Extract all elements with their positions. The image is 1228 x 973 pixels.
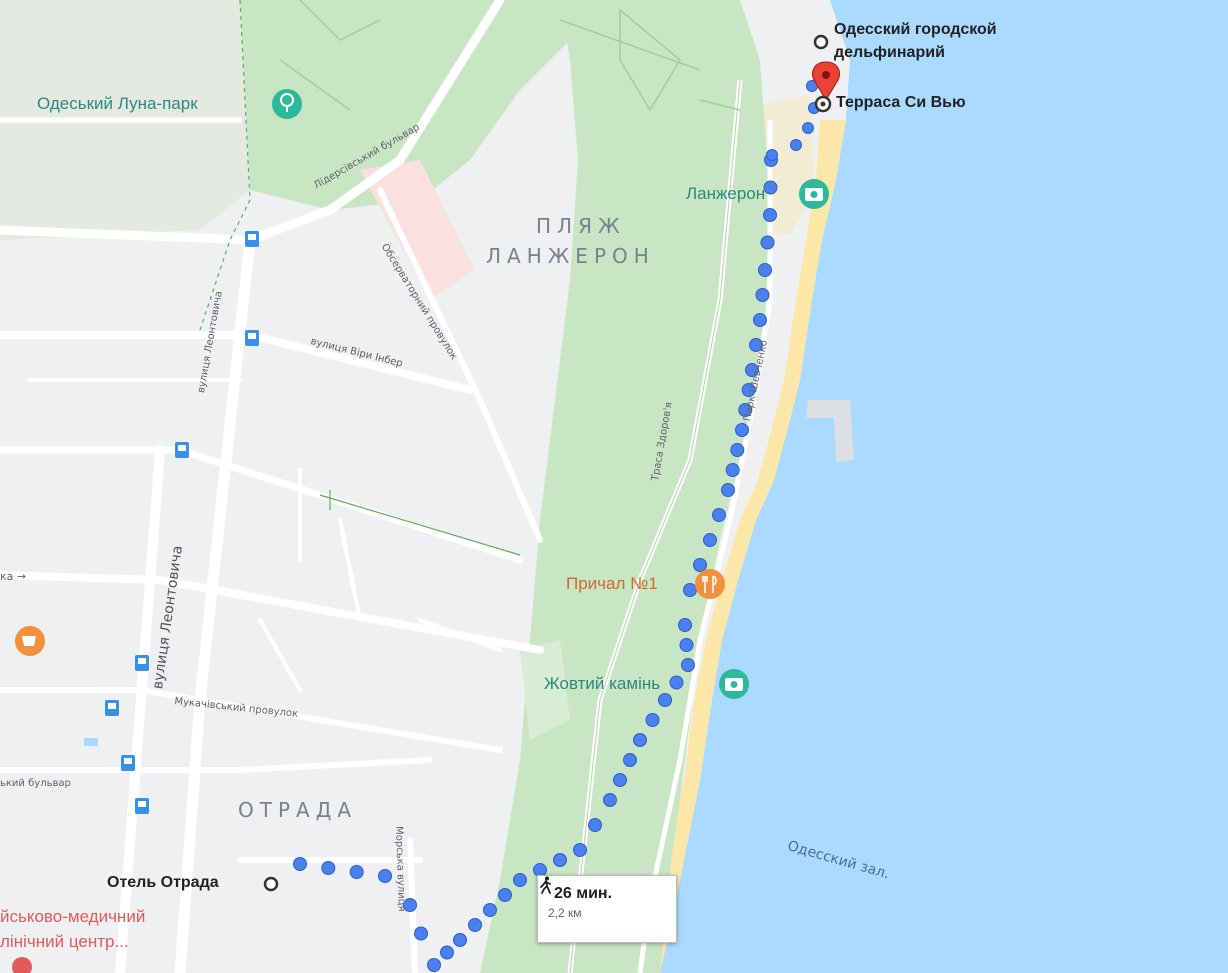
hotel-label[interactable]: Отель Отрада xyxy=(107,874,219,891)
route-dot xyxy=(745,363,759,377)
route-dot xyxy=(679,638,694,652)
cafe-icon[interactable] xyxy=(15,626,45,656)
route-dot xyxy=(678,618,692,632)
bus-stop-icon[interactable] xyxy=(175,442,189,458)
hotel-marker-icon[interactable] xyxy=(263,876,279,892)
route-dot xyxy=(453,933,467,947)
luna-park-label[interactable]: Одеський Луна-парк xyxy=(37,94,198,113)
dolphinarium-label-2[interactable]: дельфинарий xyxy=(834,44,945,61)
bus-stop-icon[interactable] xyxy=(105,700,119,716)
zhovtyi-kamin-label[interactable]: Жовтий камінь xyxy=(544,674,661,693)
route-dot xyxy=(633,733,647,747)
route-dot xyxy=(378,869,392,883)
route-dot xyxy=(735,423,749,437)
route-dot xyxy=(730,443,745,457)
route-dot xyxy=(588,818,602,832)
route-dot xyxy=(623,753,637,767)
route-dot xyxy=(645,713,660,727)
bus-stop-icon[interactable] xyxy=(245,330,259,346)
route-dot xyxy=(753,313,767,327)
route-dot xyxy=(763,180,778,195)
dolphinarium-marker-icon[interactable] xyxy=(813,34,829,50)
bus-stop-icon[interactable] xyxy=(245,231,259,247)
route-dot xyxy=(758,263,772,277)
bus-stop-icon[interactable] xyxy=(121,755,135,771)
route-dot xyxy=(763,208,777,222)
bus-stop-icon[interactable] xyxy=(135,655,149,671)
lanzheron-label[interactable]: Ланжерон xyxy=(686,184,766,203)
amusement-park-icon[interactable] xyxy=(272,89,302,119)
route-dot xyxy=(440,945,454,960)
route-dot xyxy=(603,793,617,807)
terrace-marker-icon[interactable] xyxy=(814,95,832,113)
route-duration: 26 мин. xyxy=(554,885,613,902)
route-dot xyxy=(760,235,775,250)
route-dot xyxy=(712,508,726,522)
route-dot xyxy=(693,558,707,572)
route-dot xyxy=(658,693,672,707)
route-dot xyxy=(721,483,735,497)
route-dot xyxy=(738,403,753,417)
route-dot xyxy=(573,843,587,857)
route-dot xyxy=(483,903,497,917)
park-patch xyxy=(520,640,570,740)
route-dot xyxy=(766,149,778,161)
medical-center-label-1[interactable]: йськово-медичний xyxy=(0,907,146,926)
route-dot xyxy=(498,888,512,902)
route-dot xyxy=(755,288,770,302)
route-info-card[interactable]: 26 мин. 2,2 км xyxy=(537,875,677,943)
route-dot xyxy=(790,139,802,151)
route-dot xyxy=(468,918,482,932)
park-luna xyxy=(240,0,570,210)
camera-icon[interactable] xyxy=(799,179,829,209)
route-dot xyxy=(321,861,336,875)
route-distance: 2,2 км xyxy=(548,906,582,920)
route-dot xyxy=(613,773,627,787)
route-dot xyxy=(802,122,814,134)
street-label-bulvar: ький бульвар xyxy=(0,778,71,789)
route-dot xyxy=(553,853,567,867)
camera-icon[interactable] xyxy=(719,669,749,699)
route-dot xyxy=(293,857,307,871)
park-lanzheron xyxy=(480,0,770,973)
beach-strip xyxy=(644,120,846,973)
poi-red-icon[interactable] xyxy=(12,957,32,973)
prychal-label[interactable]: Причал №1 xyxy=(566,574,658,593)
district-label-beach-1: ПЛЯЖ xyxy=(536,214,626,238)
route-dot xyxy=(681,658,695,672)
route-dot xyxy=(725,463,740,477)
route-dot xyxy=(349,865,364,879)
pier xyxy=(806,400,854,462)
bus-stop-icon[interactable] xyxy=(135,798,149,814)
street-label-ka: ка → xyxy=(0,570,27,583)
sea-area xyxy=(660,0,1228,973)
restaurant-icon[interactable] xyxy=(695,569,725,599)
route-dot xyxy=(741,383,756,397)
route-dot xyxy=(669,675,684,690)
route-dot xyxy=(513,873,527,887)
route-dot xyxy=(427,958,441,972)
route-dot xyxy=(703,533,717,547)
route-dot xyxy=(403,898,417,912)
district-label-beach-2: ЛАНЖЕРОН xyxy=(486,244,655,268)
route-dot xyxy=(414,926,428,941)
dolphinarium-label-1[interactable]: Одесский городской xyxy=(834,21,997,38)
medical-center-label-2[interactable]: лінічний центр... xyxy=(0,932,129,951)
route-dot xyxy=(749,338,763,352)
medical-zone xyxy=(360,160,475,300)
district-label-otrada: ОТРАДА xyxy=(238,798,358,822)
terrace-label[interactable]: Терраса Си Вью xyxy=(836,94,966,111)
